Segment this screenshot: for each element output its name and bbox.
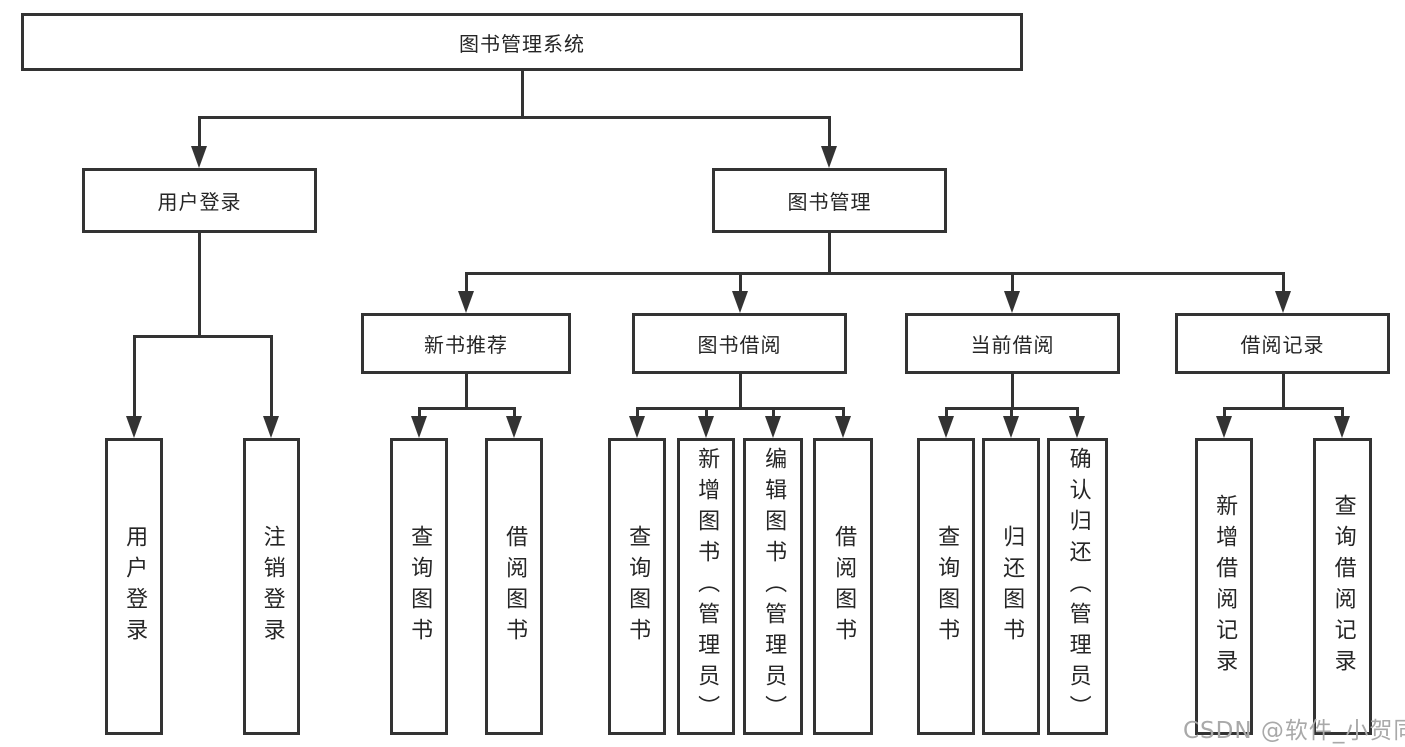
connector-drop	[772, 408, 775, 418]
connector-bar	[465, 272, 1285, 275]
connector-drop	[842, 408, 845, 418]
leaf-borrow-books: 借阅图书	[813, 438, 873, 735]
arrowhead-icon	[458, 291, 474, 313]
arrowhead-icon	[1275, 291, 1291, 313]
arrowhead-icon	[765, 416, 781, 438]
node-borrow-records: 借阅记录	[1175, 313, 1390, 374]
leaf-query-borrow-record: 查询借阅记录	[1313, 438, 1372, 735]
connector-stem	[465, 373, 468, 410]
node-label: 用户登录	[157, 190, 242, 214]
connector-stem	[1011, 373, 1014, 410]
node-label: 查询借阅记录	[1330, 493, 1356, 680]
leaf-query-books-borrow: 查询图书	[608, 438, 666, 735]
node-label: 查询图书	[407, 524, 433, 649]
arrowhead-icon	[1334, 416, 1350, 438]
connector-drop	[1282, 273, 1285, 293]
node-label: 归还图书	[999, 524, 1025, 649]
node-current-borrow: 当前借阅	[905, 313, 1120, 374]
connector-drop	[1010, 408, 1013, 418]
connector-drop	[1341, 408, 1344, 418]
arrowhead-icon	[629, 416, 645, 438]
arrowhead-icon	[1003, 416, 1019, 438]
connector-stem	[739, 373, 742, 410]
connector-stem	[198, 233, 201, 338]
node-label: 注销登录	[259, 524, 285, 649]
node-book-borrow: 图书借阅	[632, 313, 847, 374]
leaf-query-books-current: 查询图书	[917, 438, 975, 735]
node-label: 借阅图书	[502, 524, 528, 649]
leaf-confirm-return-admin: 确认归还（管理员）	[1047, 438, 1108, 735]
connector-stem	[1282, 373, 1285, 410]
node-label: 查询图书	[934, 524, 960, 649]
connector-bar	[198, 116, 831, 119]
node-book-management: 图书管理	[712, 168, 947, 233]
leaf-query-books-recommend: 查询图书	[390, 438, 448, 735]
arrowhead-icon	[698, 416, 714, 438]
connector-drop	[133, 336, 136, 418]
arrowhead-icon	[506, 416, 522, 438]
connector-stem	[521, 70, 524, 119]
arrowhead-icon	[821, 146, 837, 168]
node-label: 借阅图书	[831, 524, 857, 649]
arrowhead-icon	[938, 416, 954, 438]
leaf-borrow-books-recommend: 借阅图书	[485, 438, 543, 735]
arrowhead-icon	[191, 146, 207, 168]
connector-drop	[198, 117, 201, 148]
connector-bar	[418, 407, 516, 410]
leaf-logout: 注销登录	[243, 438, 300, 735]
arrowhead-icon	[1216, 416, 1232, 438]
node-user-login: 用户登录	[82, 168, 317, 233]
connector-stem	[828, 233, 831, 275]
node-label: 借阅记录	[1240, 333, 1325, 357]
node-label: 编辑图书（管理员）	[761, 447, 787, 726]
connector-drop	[465, 273, 468, 293]
node-label: 查询图书	[625, 524, 651, 649]
connector-drop	[1223, 408, 1226, 418]
node-label: 用户登录	[122, 524, 148, 649]
node-label: 新书推荐	[424, 333, 508, 357]
connector-drop	[945, 408, 948, 418]
node-new-book-recommend: 新书推荐	[361, 313, 571, 374]
connector-drop	[1011, 273, 1014, 293]
connector-bar	[636, 407, 845, 410]
node-label: 新增借阅记录	[1212, 493, 1238, 680]
leaf-add-borrow-record: 新增借阅记录	[1195, 438, 1253, 735]
leaf-return-book: 归还图书	[982, 438, 1040, 735]
node-label: 新增图书（管理员）	[694, 447, 720, 726]
connector-bar	[1223, 407, 1344, 410]
arrowhead-icon	[835, 416, 851, 438]
connector-drop	[705, 408, 708, 418]
node-label: 当前借阅	[970, 333, 1055, 357]
connector-drop	[739, 273, 742, 293]
arrowhead-icon	[1069, 416, 1085, 438]
arrowhead-icon	[126, 416, 142, 438]
arrowhead-icon	[732, 291, 748, 313]
leaf-add-book-admin: 新增图书（管理员）	[677, 438, 735, 735]
connector-drop	[418, 408, 421, 418]
connector-drop	[270, 336, 273, 418]
leaf-edit-book-admin: 编辑图书（管理员）	[743, 438, 803, 735]
arrowhead-icon	[263, 416, 279, 438]
connector-drop	[636, 408, 639, 418]
connector-drop	[513, 408, 516, 418]
connector-drop	[828, 117, 831, 148]
arrowhead-icon	[411, 416, 427, 438]
node-label: 图书借阅	[697, 333, 782, 357]
node-library-system: 图书管理系统	[21, 13, 1023, 71]
leaf-user-login: 用户登录	[105, 438, 163, 735]
node-label: 图书管理	[787, 190, 872, 214]
node-label: 图书管理系统	[459, 31, 585, 56]
arrowhead-icon	[1004, 291, 1020, 313]
connector-bar	[133, 335, 273, 338]
csdn-watermark: CSDN @软件_小贺同学	[1183, 718, 1405, 744]
connector-drop	[1076, 408, 1079, 418]
node-label: 确认归还（管理员）	[1065, 447, 1091, 726]
